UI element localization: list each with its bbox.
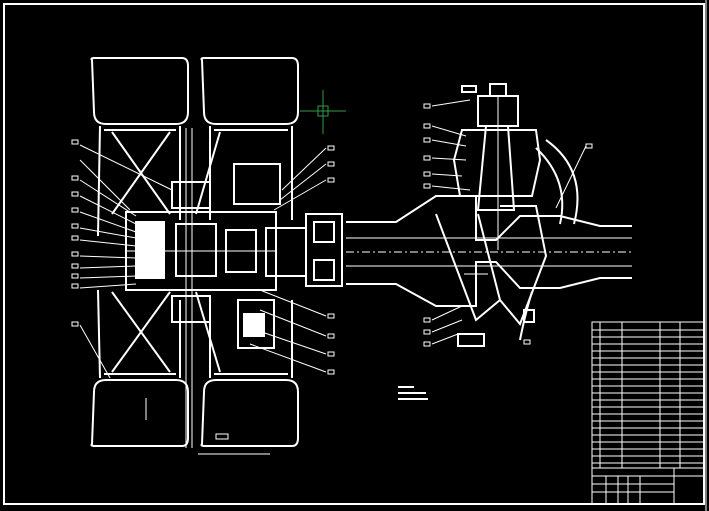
callout-tags-left <box>71 139 79 327</box>
technical-notes <box>398 386 428 400</box>
drawing-border <box>3 3 705 505</box>
callout-leaders-middle <box>249 145 335 375</box>
dual-wheel-assembly <box>90 57 343 455</box>
callout-leaders-left <box>79 144 173 379</box>
parts-list-title-block <box>591 321 705 505</box>
axle-housing-differential <box>346 83 632 347</box>
cad-crosshair-cursor[interactable] <box>300 90 346 134</box>
callout-leaders-right <box>423 99 593 347</box>
